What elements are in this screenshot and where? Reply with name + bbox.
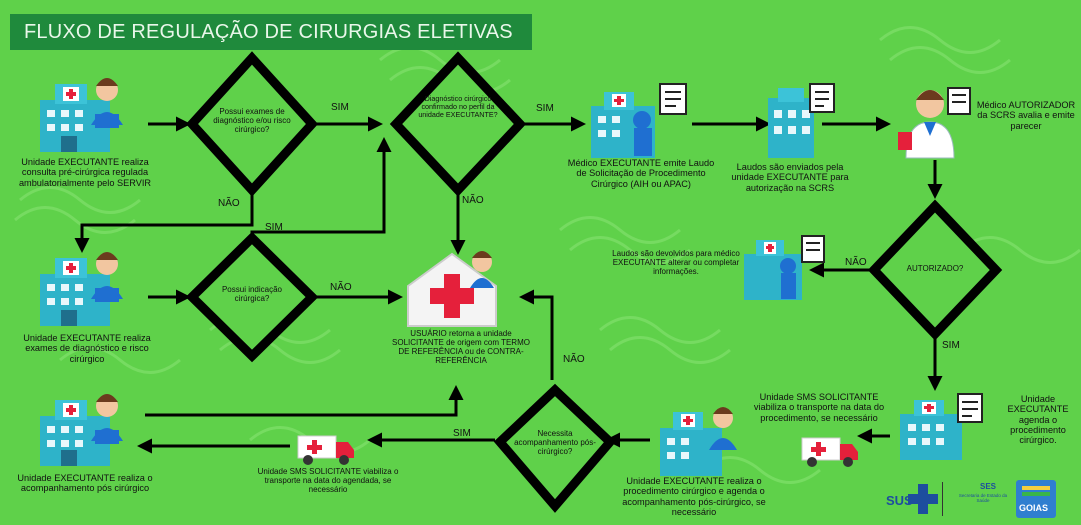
- node-medico-laudo: Médico EXECUTANTE emite Laudo de Solicit…: [567, 158, 715, 189]
- diamond-autorizado: [867, 199, 1003, 341]
- node-laudos-enviados: Laudos são enviados pela unidade EXECUTA…: [731, 162, 849, 193]
- hospital-clipboard-icon: [591, 83, 687, 158]
- node-laudos-devolvidos: Laudos são devolvidos para médico EXECUT…: [612, 249, 740, 276]
- diagram-title: FLUXO DE REGULAÇÃO DE CIRURGIAS ELETIVAS: [10, 14, 532, 50]
- arrow-acomp-nao: [519, 289, 554, 380]
- node-exec-consult: Unidade EXECUTANTE realiza consulta pré-…: [18, 157, 152, 188]
- node-exec-proc: Unidade EXECUTANTE realiza o procediment…: [622, 476, 766, 517]
- hospital-doctor-icon: [40, 252, 123, 326]
- goias-text: GOIAS: [1019, 503, 1049, 513]
- footer-logos: SUS SES Secretaria de Estado da Saúde GO…: [884, 478, 1074, 520]
- edge-label-sim: SIM: [942, 340, 960, 351]
- hospital-doctor-icon: [40, 394, 123, 466]
- edge-label-nao: NÃO: [330, 282, 352, 293]
- decision-diag: Diagnóstico cirúrgico confirmado no perf…: [418, 94, 498, 120]
- ambulance-icon: [801, 437, 858, 467]
- arrow-acomp-to-usuario: [145, 385, 464, 417]
- decision-acomp: Necessita acompanhamento pós-cirúrgico?: [514, 429, 596, 456]
- node-exec-agenda: Unidade EXECUTANTE agenda o procedimento…: [1007, 394, 1069, 446]
- node-sms-transporte-agenda: Unidade SMS SOLICITANTE viabiliza o tran…: [257, 467, 399, 494]
- sus-text: SUS: [886, 493, 913, 508]
- hospital-doctor-icon: [40, 78, 123, 152]
- building-document-icon: [768, 83, 835, 158]
- diamond-diag: [389, 51, 527, 197]
- edge-label-sim: SIM: [453, 428, 471, 439]
- edge-label-nao: NÃO: [563, 354, 585, 365]
- node-exec-acomp: Unidade EXECUTANTE realiza o acompanhame…: [17, 473, 153, 494]
- diamond-acomp: [493, 383, 617, 513]
- arrow-exames-nao: [74, 170, 254, 253]
- hospital-clipboard-icon: [900, 393, 983, 460]
- home-health-icon: [407, 251, 497, 327]
- edge-label-nao: NÃO: [845, 257, 867, 268]
- sus-logo: SUS: [886, 482, 943, 516]
- node-usuario-retorna: USUÁRIO retorna a unidade SOLICITANTE de…: [392, 329, 530, 365]
- hospital-doctor-icon: [660, 407, 737, 476]
- decision-indicacao: Possui indicação cirúrgica?: [221, 285, 283, 303]
- goias-flag-logo: GOIAS: [1016, 480, 1056, 518]
- node-medico-autorizador: Médico AUTORIZADOR da SCRS avalia e emit…: [976, 100, 1076, 131]
- edge-label-nao: NÃO: [218, 198, 240, 209]
- edge-label-sim: SIM: [331, 102, 349, 113]
- diamond-exames: [185, 51, 319, 197]
- ambulance-icon: [297, 435, 354, 465]
- ses-text: SES: [980, 482, 997, 491]
- doctor-icon: [898, 87, 971, 159]
- edge-label-nao: NÃO: [462, 195, 484, 206]
- diamond-indicacao: [185, 231, 319, 363]
- edge-label-sim: SIM: [265, 222, 283, 233]
- node-sms-transporte-proc: Unidade SMS SOLICITANTE viabiliza o tran…: [753, 392, 885, 423]
- hospital-clipboard-icon: [744, 235, 825, 300]
- decision-autorizado: AUTORIZADO?: [906, 264, 964, 273]
- decision-exames: Possui exames de diagnóstico e/ou risco …: [213, 107, 291, 134]
- node-exec-exames: Unidade EXECUTANTE realiza exames de dia…: [23, 333, 151, 364]
- edge-label-sim: SIM: [536, 103, 554, 114]
- ses-subtitle: Secretaria de Estado da Saúde: [958, 493, 1008, 504]
